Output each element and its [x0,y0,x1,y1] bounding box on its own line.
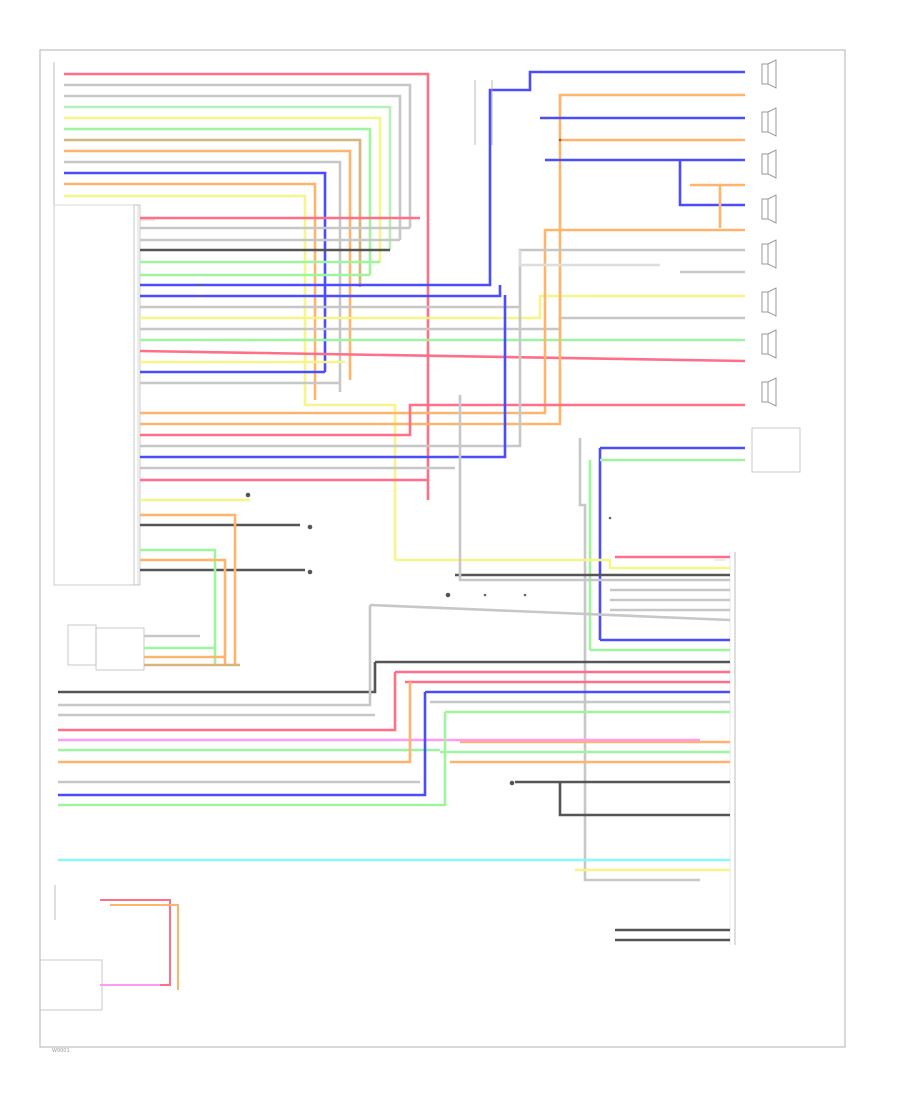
wire-red-top [64,72,430,500]
audio-pin-wires [139,70,746,665]
wire-gray-top-2 [64,94,402,240]
sub-connector-wires [144,634,240,667]
wire-tan-top [64,138,362,287]
wire-yellow-top [64,116,382,262]
wire-gray-top-3 [64,160,342,392]
bottom-left-modules [39,885,179,1011]
speaker-icon [761,287,777,317]
microphone-box [751,427,801,473]
speaker-icon [761,59,777,89]
splice-icon [198,116,612,597]
pin-tick-marks [140,219,725,561]
bluetooth-wires [58,395,731,942]
wire-gray-top [64,83,412,228]
audio-unit-block [53,62,141,586]
diagram-frame [39,49,846,1048]
wire-orange-top [64,149,352,380]
wire-blue-top [64,171,327,372]
connector-icon [95,627,145,671]
speaker-icon [761,107,777,137]
speaker-column [761,59,777,407]
top-harness [64,72,430,560]
bottom-left-harness [58,605,700,807]
wire-orange-top-2 [64,182,317,400]
wire-green-top-2 [64,127,372,275]
speaker-icon [761,239,777,269]
speaker-icon [761,329,777,359]
bluetooth-control-unit [729,552,736,945]
speaker-icon [761,377,777,407]
mic-wires [578,438,745,882]
speaker-wires [518,116,745,274]
fuse-block [474,80,493,145]
footer-code: W0001 [52,1048,70,1054]
speaker-icon [761,194,777,224]
speaker-icon [761,149,777,179]
ground-icon [245,492,515,786]
connector-icon [67,624,97,666]
wire-green-top [64,105,392,250]
